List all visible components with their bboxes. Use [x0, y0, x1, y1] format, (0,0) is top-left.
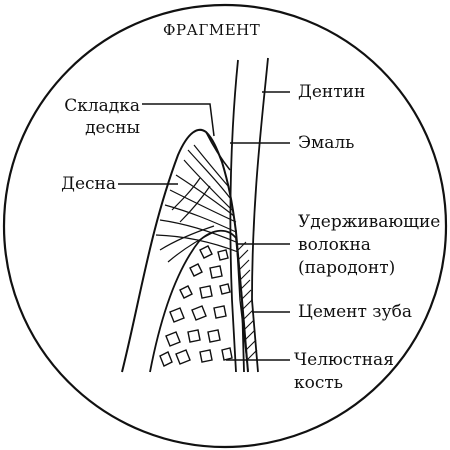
label-gum-fold-line1: Складка	[64, 96, 140, 116]
fiber-lines	[155, 144, 239, 263]
jaw-bone-outline	[149, 229, 245, 373]
leader-lines	[118, 91, 290, 361]
label-gum-fold-line2: десны	[85, 118, 140, 138]
label-cement: Цемент зуба	[298, 302, 412, 322]
label-jaw-line1: Челюстная	[294, 350, 394, 370]
label-fibers-line3: (пародонт)	[298, 258, 396, 278]
tooth-outer-edge	[229, 59, 239, 373]
label-enamel: Эмаль	[298, 133, 355, 153]
frame-circle	[2, 3, 448, 449]
gum-outline	[121, 128, 249, 373]
label-fibers-line1: Удерживающие	[298, 212, 441, 232]
label-gum: Десна	[61, 174, 116, 194]
label-jaw-line2: кость	[294, 373, 344, 393]
label-fibers-line2: волокна	[298, 235, 371, 255]
diagram-title: ФРАГМЕНТ	[163, 21, 261, 39]
cement-hatch	[237, 241, 258, 361]
gum-fold-curl	[205, 131, 231, 171]
leader-gum-fold	[142, 103, 215, 137]
bone-cells	[159, 245, 233, 367]
tooth-inner-edge	[251, 57, 269, 373]
label-dentin: Дентин	[298, 82, 366, 102]
